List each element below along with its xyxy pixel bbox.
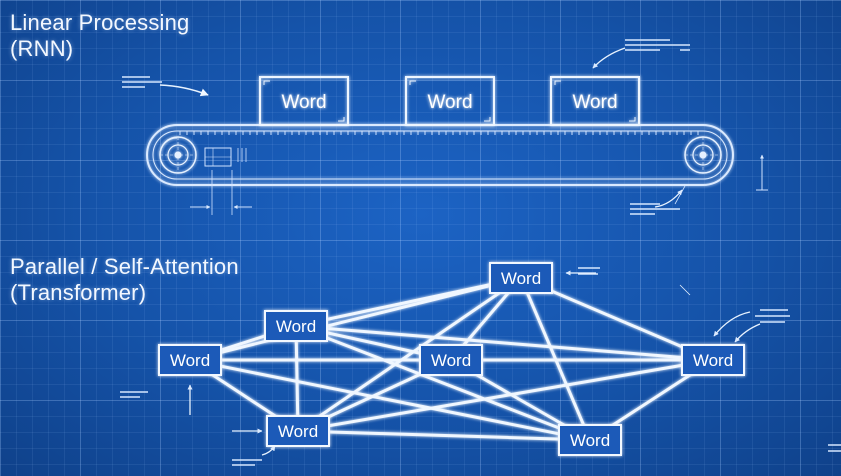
attention-node-box xyxy=(419,344,483,376)
attention-node-label: Word xyxy=(431,351,471,370)
attention-word-node: Word xyxy=(558,424,622,456)
attention-word-node: Word xyxy=(419,344,483,376)
attention-node-box xyxy=(266,415,330,447)
attention-word-node: Word xyxy=(681,344,745,376)
attention-node-box xyxy=(681,344,745,376)
attention-node-label: Word xyxy=(276,317,316,336)
linear-title-line2: (RNN) xyxy=(10,36,74,61)
attention-edge xyxy=(519,276,592,442)
attention-edge xyxy=(296,276,523,433)
dimension-marks xyxy=(190,147,768,215)
attention-word-node: Word xyxy=(264,310,328,342)
attention-node-label: Word xyxy=(501,269,541,288)
attention-node-label: Word xyxy=(170,351,210,370)
attention-node-box xyxy=(264,310,328,342)
attention-word-node: Word xyxy=(158,344,222,376)
linear-title-line1: Linear Processing xyxy=(10,10,190,35)
attention-edge xyxy=(188,358,592,442)
attention-node-box xyxy=(158,344,222,376)
attention-edge xyxy=(296,358,715,433)
attention-edge xyxy=(294,324,715,362)
attention-node-box xyxy=(558,424,622,456)
linear-word-node-3: Word xyxy=(550,76,640,126)
attention-edge xyxy=(294,276,523,328)
pointer-arrows xyxy=(159,47,761,456)
attention-node-label: Word xyxy=(693,351,733,370)
linear-word-node-2: Word xyxy=(405,76,495,126)
belt-teeth xyxy=(179,131,699,135)
conveyor-belt xyxy=(146,124,734,186)
parallel-title-line1: Parallel / Self-Attention xyxy=(10,254,239,279)
attention-node-box xyxy=(489,262,553,294)
attention-word-node: Word xyxy=(266,415,330,447)
linear-word-1-label: Word xyxy=(281,92,326,113)
attention-edge xyxy=(296,429,592,442)
right-pulley xyxy=(684,136,722,174)
parallel-title-line2: (Transformer) xyxy=(10,280,147,305)
linear-section-title: Linear Processing (RNN) xyxy=(10,10,190,62)
linear-word-2-label: Word xyxy=(427,92,472,113)
spec-text-lines xyxy=(120,39,841,466)
linear-word-node-1: Word xyxy=(259,76,349,126)
attention-edge xyxy=(294,324,592,442)
attention-node-label: Word xyxy=(570,431,610,450)
attention-edge xyxy=(188,276,523,362)
attention-word-node: Word xyxy=(489,262,553,294)
left-pulley xyxy=(159,136,197,174)
attention-edge xyxy=(294,324,300,433)
parallel-section-title: Parallel / Self-Attention (Transformer) xyxy=(10,254,239,306)
linear-word-3-label: Word xyxy=(572,92,617,113)
attention-node-label: Word xyxy=(278,422,318,441)
